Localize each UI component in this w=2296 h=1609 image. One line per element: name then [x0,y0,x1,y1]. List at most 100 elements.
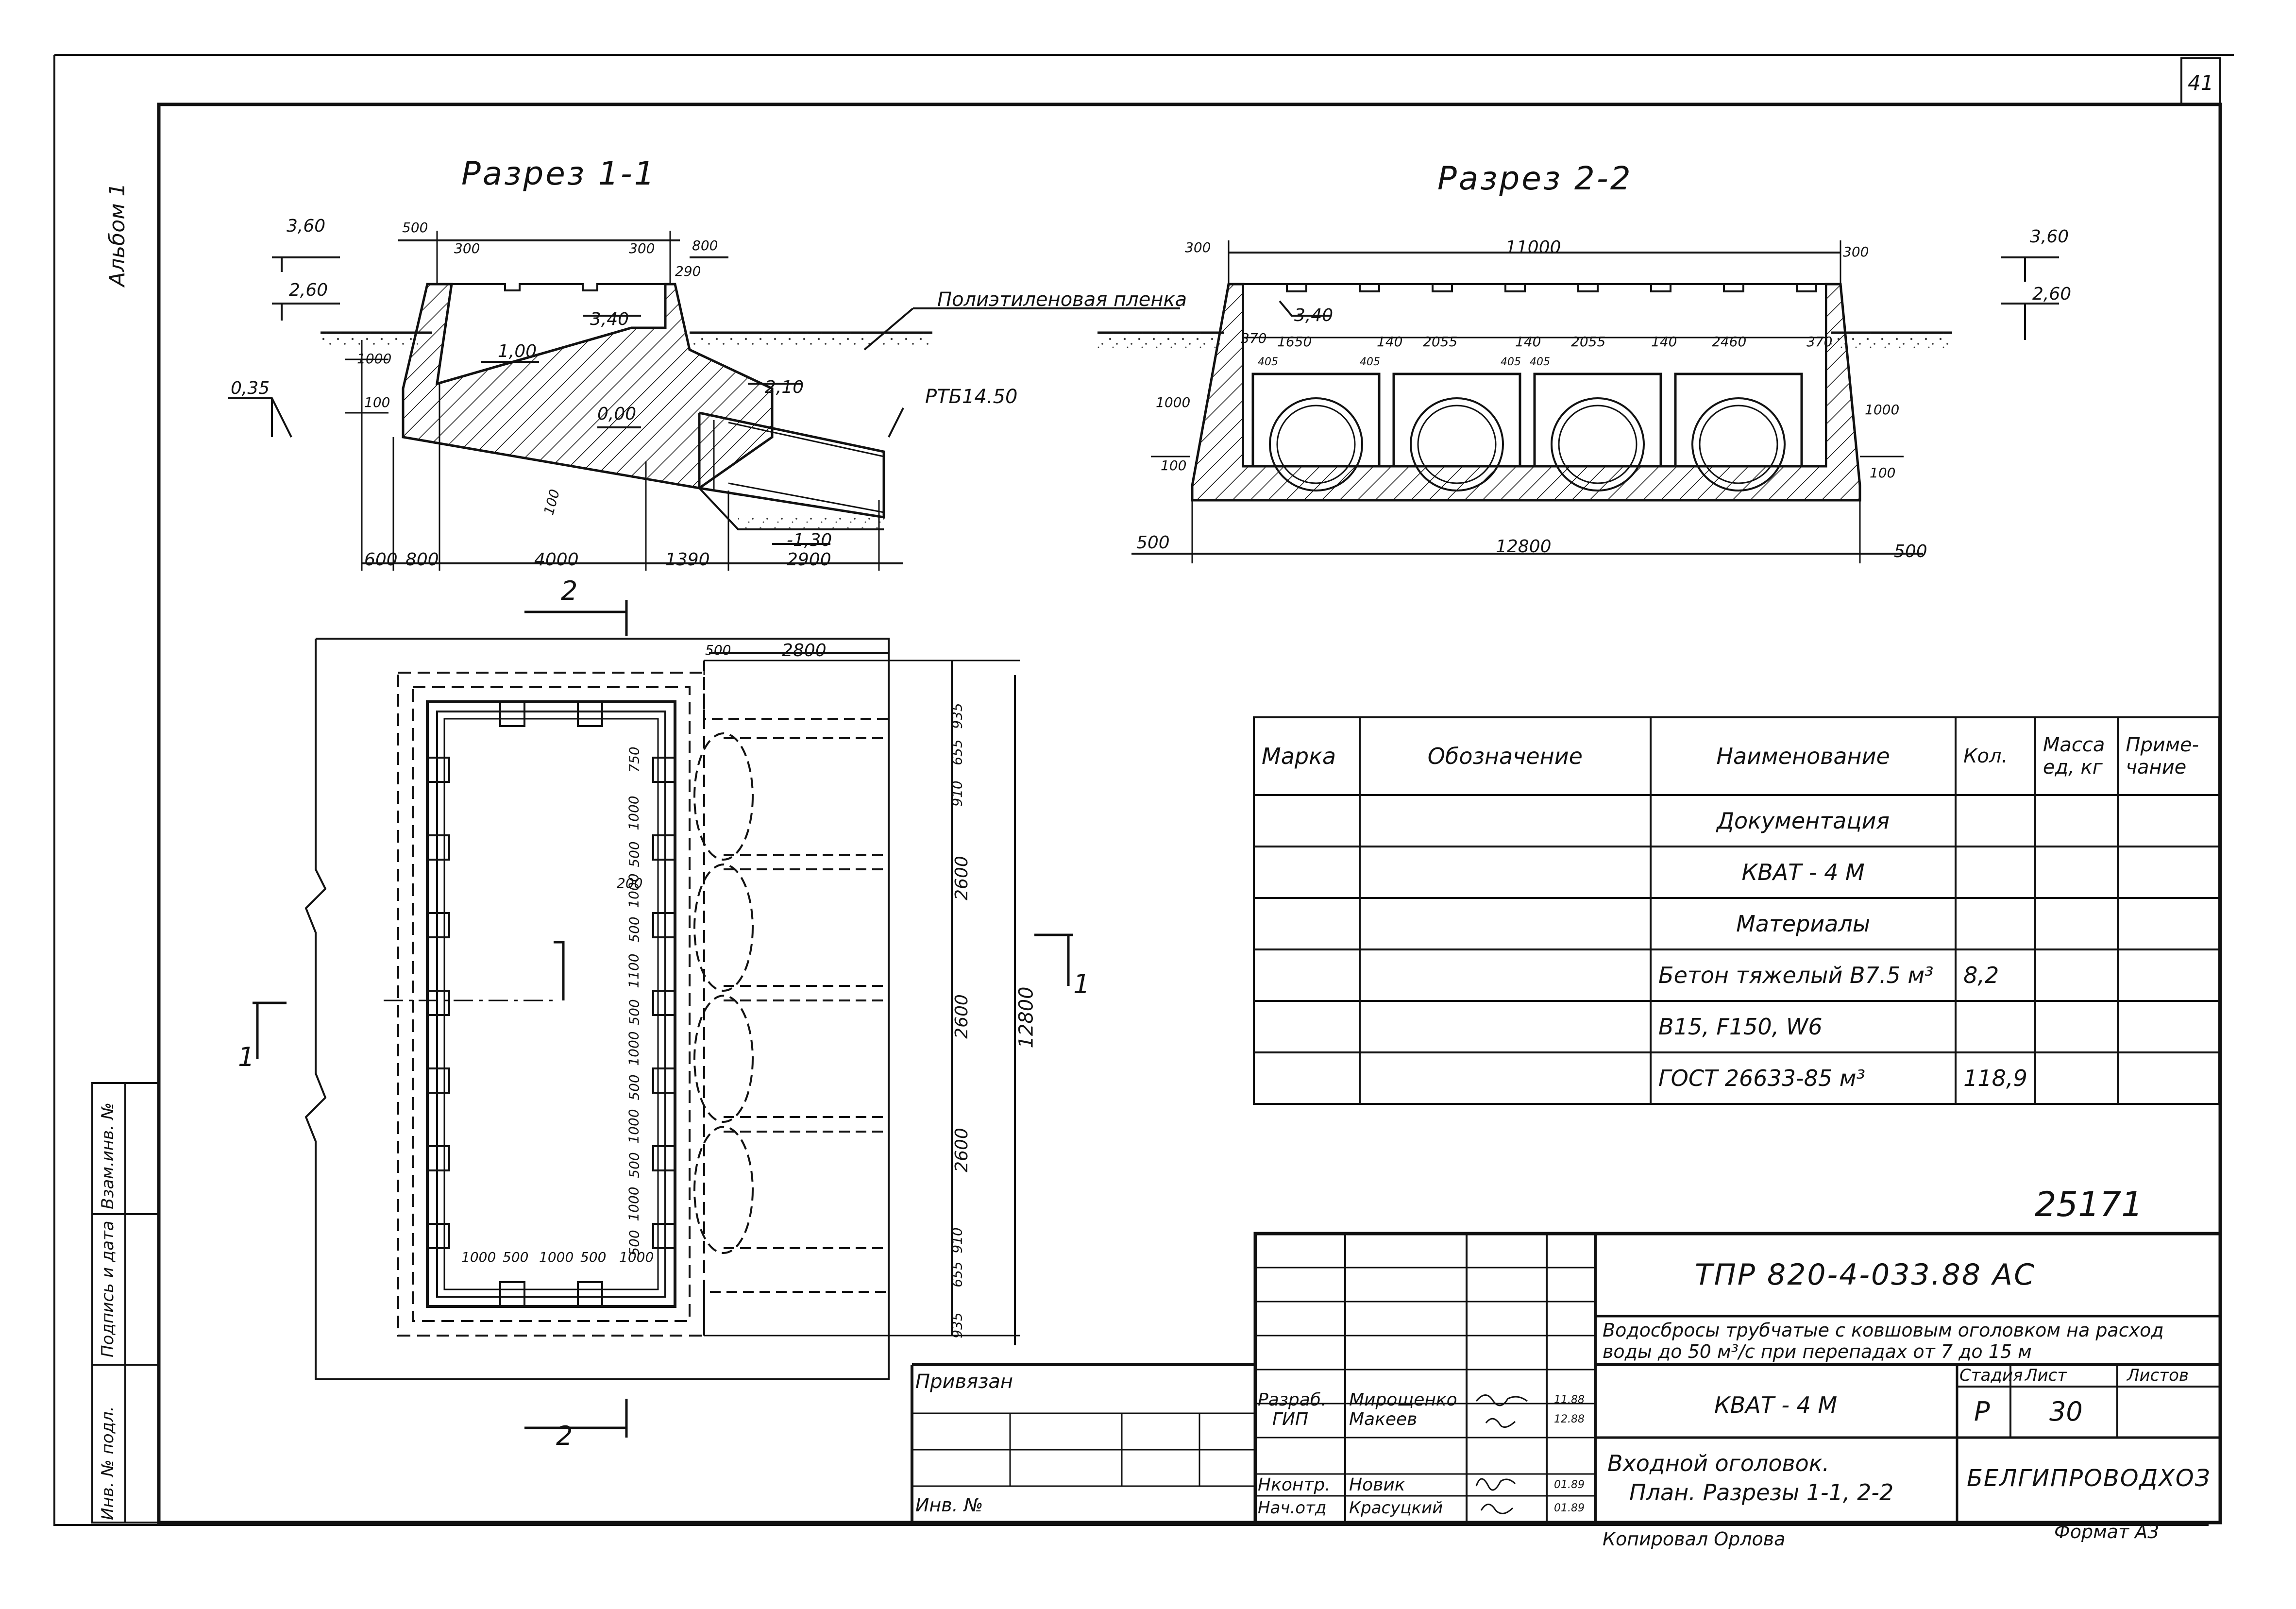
dim-total: 12800 [1015,986,1038,1049]
spec-header-cell: Марка [1253,716,1361,796]
dim-label: 1000 [1865,402,1900,418]
dim-label: 500 [626,916,642,943]
dim-label: 300 [454,240,480,256]
level-label: -1,30 [787,530,832,550]
spec-row: ГОСТ 26633-85 м³ 118,9 [1253,1051,2220,1105]
dim-label: 910 [949,1227,965,1253]
dim-label: 1000 [619,1249,654,1265]
org-name: БЕЛГИПРОВОДХОЗ [1967,1465,2211,1492]
dim-label: 405 [1360,356,1380,368]
spec-cell [2034,846,2119,899]
dim-label: 1000 [539,1249,574,1265]
spec-cell: 118,9 [1955,1051,2036,1105]
dim-label: 300 [1185,239,1211,255]
cut-mark-label: 2 [561,576,580,606]
dim-label: 100 [1161,457,1187,474]
copied-by: Копировал Орлова [1603,1528,1786,1550]
dim-label: 1100 [625,953,642,988]
handwritten-number: 25171 [2035,1185,2143,1224]
bound-label: Привязан [915,1371,1013,1393]
section-2-2-geometry [1097,240,2059,563]
spec-cell [1358,897,1652,950]
drawing-name-2: План. Разрезы 1-1, 2-2 [1629,1479,1894,1506]
signer-date: 12.88 [1554,1413,1585,1425]
spec-cell [2117,794,2220,847]
dim-label: 1000 [461,1249,496,1265]
dim-label: 500 [503,1249,529,1265]
callout-pipe: РТБ14.50 [925,386,1018,408]
project-name: Водосбросы трубчатые с ковшовым оголовко… [1603,1320,2164,1362]
spec-cell [1358,794,1652,847]
spec-header-cell: Масса ед, кг [2034,716,2119,796]
dim-label: 405 [1501,356,1521,368]
title-block-lines [911,1232,2222,1524]
sheet-number: 41 [2188,71,2214,95]
dim-label: 2800 [782,641,827,661]
spec-cell [2117,948,2220,1002]
doc-code: ТПР 820-4-033.88 АС [1695,1258,2036,1292]
dim-label: 1390 [665,550,710,570]
cut-mark-label: 1 [1073,969,1092,999]
level-label: 3,40 [590,309,629,329]
spec-header-cell: Наименование [1650,716,1957,796]
dim-label: 500 [626,1074,642,1101]
spec-cell [2117,1051,2220,1105]
spec-header-row: Марка Обозначение Наименование Кол. Масс… [1253,716,2220,796]
spec-cell [1955,794,2036,847]
spec-cell: Документация [1650,794,1957,847]
spec-cell [1955,1000,2036,1053]
dim-label: 405 [1258,356,1278,368]
signer-role: ГИП [1272,1409,1309,1429]
dim-label: 12800 [1496,537,1552,557]
dim-label: 2600 [951,1128,972,1172]
dim-label: 100 [1870,465,1896,481]
dim-label: 1650 [1277,334,1312,350]
cut-mark-label: 1 [238,1042,257,1072]
spec-cell: В15, F150, W6 [1650,1000,1957,1053]
dim-label: 290 [675,263,701,279]
plan-teeth [426,701,676,1307]
dim-label: 1000 [1156,394,1191,410]
level-label: 2,60 [2032,284,2072,304]
spec-cell [1253,794,1361,847]
callout-film: Полиэтиленовая пленка [937,288,1187,311]
spec-row: КВАТ - 4 М [1253,846,2220,899]
dim-label: 2600 [951,856,972,900]
dim-label: 500 [1894,542,1927,561]
dim-label: 500 [705,642,731,658]
level-label: 2,60 [289,280,328,300]
sheet-value: 30 [2049,1396,2083,1427]
inv-label: Инв. № [915,1494,983,1516]
level-label: 3,60 [2030,227,2069,247]
spec-cell [1358,948,1652,1002]
signer-date: 01.89 [1554,1479,1585,1491]
spec-cell [1358,1051,1652,1105]
spec-cell: Бетон тяжелый В7.5 м³ [1650,948,1957,1002]
signer-name: Макеев [1349,1409,1418,1429]
dim-label: 800 [692,237,718,254]
dim-label: 500 [1136,533,1170,553]
spec-cell [2034,794,2119,847]
sheets-label: Листов [2127,1366,2189,1385]
spec-row: Документация [1253,794,2220,847]
section-2-2-title: Разрез 2-2 [1437,160,1633,197]
spec-row: Материалы [1253,897,2220,950]
dim-label: 935 [949,1312,965,1338]
dim-label: 2055 [1423,334,1458,350]
dim-label: 140 [1377,334,1403,350]
spec-header-cell: Приме- чание [2117,716,2220,796]
sheet-label: Лист [2025,1366,2067,1385]
dim-label: 140 [1651,334,1677,350]
spec-header-cell: Кол. [1955,716,2036,796]
dim-label: 300 [1843,244,1869,260]
dim-label: 800 [405,550,439,570]
spec-cell [1358,846,1652,899]
dim-label: 4000 [534,550,579,570]
stage-value: Р [1974,1396,1990,1427]
format-label: Формат А3 [2054,1521,2160,1542]
dim-label: 500 [580,1249,607,1265]
dim-label: 1000 [357,351,392,367]
inlet-cells [1251,373,1803,491]
dim-label: 1000 [625,1186,642,1221]
spec-row: Бетон тяжелый В7.5 м³ 8,2 [1253,948,2220,1002]
